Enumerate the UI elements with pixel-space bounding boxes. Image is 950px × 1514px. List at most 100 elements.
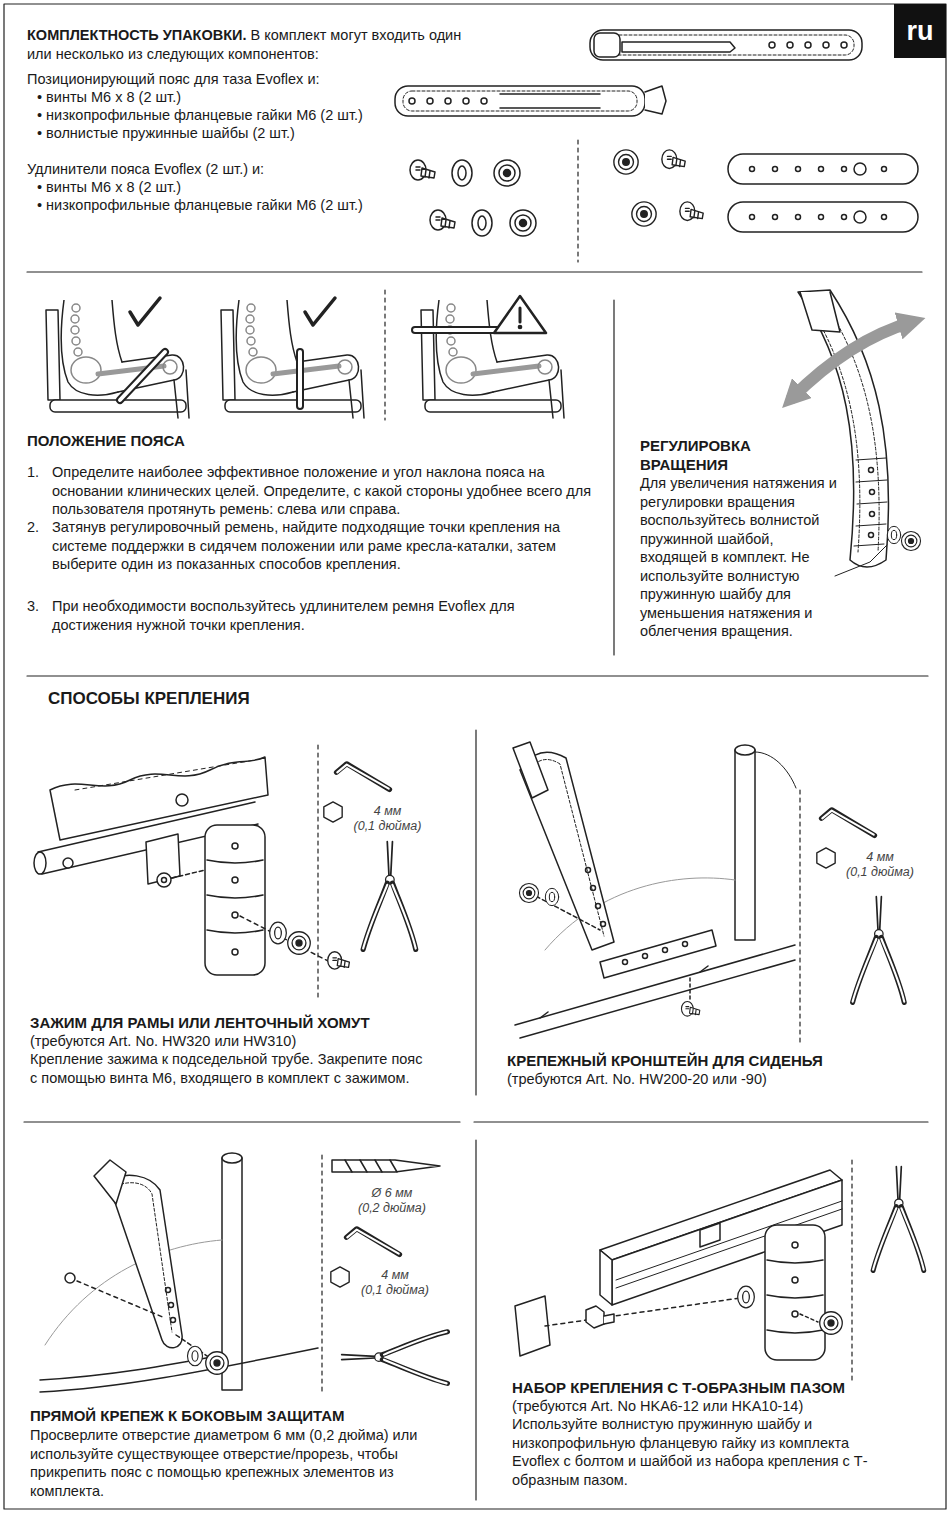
extender-plates-part xyxy=(773,215,778,220)
tool-size-label: 4 мм xyxy=(840,850,920,865)
side-guard-illustration-part xyxy=(332,1160,440,1172)
seated-figures xyxy=(46,296,564,418)
t-slot-illustration-part xyxy=(700,1223,720,1247)
seat-bracket-illustration xyxy=(513,742,904,1038)
body-text: • волнистые пружинные шайбы (2 шт.) xyxy=(37,124,407,143)
belt-drawings-part xyxy=(787,42,793,48)
frame-clamp-illustration-part xyxy=(240,916,330,962)
language-code: ru xyxy=(907,16,934,47)
belt-drawings-part xyxy=(500,94,600,108)
rotation-illustration-part xyxy=(887,526,900,543)
rotation-illustration-part xyxy=(854,458,887,546)
belt-drawings-part xyxy=(622,42,735,52)
extender-plates-part xyxy=(796,215,801,220)
body-text: • низкопрофильные фланцевые гайки M6 (2 … xyxy=(37,106,407,125)
seated-figures-part xyxy=(305,298,335,325)
frame-clamp-illustration-part xyxy=(34,852,46,874)
belt-drawings-part xyxy=(445,98,451,104)
t-slot-illustration xyxy=(515,1167,924,1360)
frame-clamp-illustration-part xyxy=(363,842,416,950)
hardware-icons-part xyxy=(632,202,656,226)
body-text: Используйте волнистую пружинную шайбу и … xyxy=(512,1415,890,1489)
body-text: Удлинители пояса Evoflex (2 шт.) и: xyxy=(27,160,407,179)
body-text: (требуются Art. No HKA6-12 или HKA10-14) xyxy=(512,1397,932,1416)
body-text: Затянув регулировочный ремень, найдите п… xyxy=(52,518,597,574)
body-text: (требуются Art. No. HW320 или HW310) xyxy=(30,1032,460,1051)
frame-clamp-illustration-part xyxy=(157,873,171,887)
hardware-icons-part xyxy=(472,210,492,236)
t-slot-illustration-part xyxy=(820,1312,843,1335)
side-guard-illustration-part xyxy=(206,1352,229,1375)
seated-figures-part xyxy=(120,352,165,400)
seated-figures-part xyxy=(120,352,165,400)
body-text: (требуются Art. No. HW200-20 или -90) xyxy=(507,1070,927,1089)
extender-plates-part xyxy=(728,202,918,232)
tool-size-label: 4 мм xyxy=(350,804,425,819)
body-text: • низкопрофильные фланцевые гайки M6 (2 … xyxy=(37,196,407,215)
body-text: 1. xyxy=(27,463,51,482)
belt-drawings-part xyxy=(841,42,847,48)
seated-figures-part xyxy=(421,300,564,418)
side-guard-illustration-part xyxy=(94,1160,126,1204)
seated-figures-part xyxy=(296,352,304,406)
frame-clamp-illustration-part xyxy=(270,922,287,944)
belt-drawings-part xyxy=(395,86,645,116)
t-slot-illustration-part xyxy=(600,1250,612,1305)
seated-figures-part xyxy=(415,328,505,332)
side-guard-illustration-part xyxy=(331,1267,349,1287)
seated-figures-part xyxy=(46,300,189,418)
seated-figures-part xyxy=(494,296,546,333)
body-text: Для увеличения натяжения и регулировки в… xyxy=(640,474,838,641)
extender-plates-part xyxy=(750,215,755,220)
language-tab: ru xyxy=(894,4,946,58)
hardware-icons-part xyxy=(680,202,703,221)
frame-clamp-illustration-part xyxy=(205,825,265,975)
rotation-illustration-part xyxy=(792,322,912,398)
belt-drawings xyxy=(395,30,862,116)
extender-plates-part xyxy=(854,211,866,223)
section-heading: РЕГУЛИРОВКА ВРАЩЕНИЯ xyxy=(640,437,800,474)
belt-drawings-part xyxy=(463,98,469,104)
section-heading: КРЕПЕЖНЫЙ КРОНШТЕЙН ДЛЯ СИДЕНЬЯ xyxy=(507,1052,927,1071)
divider-lines-part xyxy=(27,271,922,272)
seat-bracket-illustration-part xyxy=(540,966,708,1018)
frame-clamp-illustration-part xyxy=(207,860,263,933)
divider-lines-part xyxy=(24,1121,928,1122)
belt-drawings-part xyxy=(481,98,487,104)
t-slot-illustration-part xyxy=(604,1314,614,1324)
divider-lines-part xyxy=(475,730,476,1095)
extender-plates-part xyxy=(842,215,847,220)
seat-bracket-illustration-part xyxy=(545,888,558,905)
section-heading: НАБОР КРЕПЛЕНИЯ С Т-ОБРАЗНЫМ ПАЗОМ xyxy=(512,1379,932,1398)
hardware-icons-part xyxy=(430,210,455,230)
tool-size-label: (0,1 дюйма) xyxy=(350,819,425,834)
belt-drawings-part xyxy=(403,91,637,111)
t-slot-illustration-part xyxy=(765,1225,825,1360)
frame-clamp-illustration-part xyxy=(232,912,238,918)
side-guard-illustration-part xyxy=(222,1153,242,1163)
body-text: Крепление зажима к подседельной трубе. З… xyxy=(30,1050,430,1087)
side-guard-illustration-part xyxy=(188,1346,203,1366)
extender-plates-part xyxy=(882,215,887,220)
rotation-illustration-part xyxy=(869,533,874,538)
t-slot-illustration-part xyxy=(792,1277,798,1283)
extender-plates-part xyxy=(842,167,847,172)
seated-figures-part xyxy=(518,325,521,328)
hardware-icons-part xyxy=(452,160,472,186)
seat-bracket-illustration-part xyxy=(681,1001,699,1016)
divider-lines-part xyxy=(318,140,852,1395)
side-guard-illustration xyxy=(40,1153,447,1392)
frame-clamp-illustration-part xyxy=(328,952,350,969)
belt-drawings-part xyxy=(409,98,415,104)
seat-bracket-illustration-part xyxy=(735,745,755,755)
frame-clamp-illustration-part xyxy=(75,760,255,790)
extender-plates-part xyxy=(854,163,866,175)
page-frame xyxy=(4,4,946,1509)
seat-bracket-illustration-part xyxy=(513,742,548,798)
side-guard-illustration-part xyxy=(77,1281,165,1318)
divider-lines xyxy=(24,140,928,1500)
extender-plates xyxy=(728,154,918,232)
side-guard-illustration-part xyxy=(342,1332,448,1384)
hardware-icons-part xyxy=(614,150,638,174)
extender-plates-part xyxy=(750,167,755,172)
